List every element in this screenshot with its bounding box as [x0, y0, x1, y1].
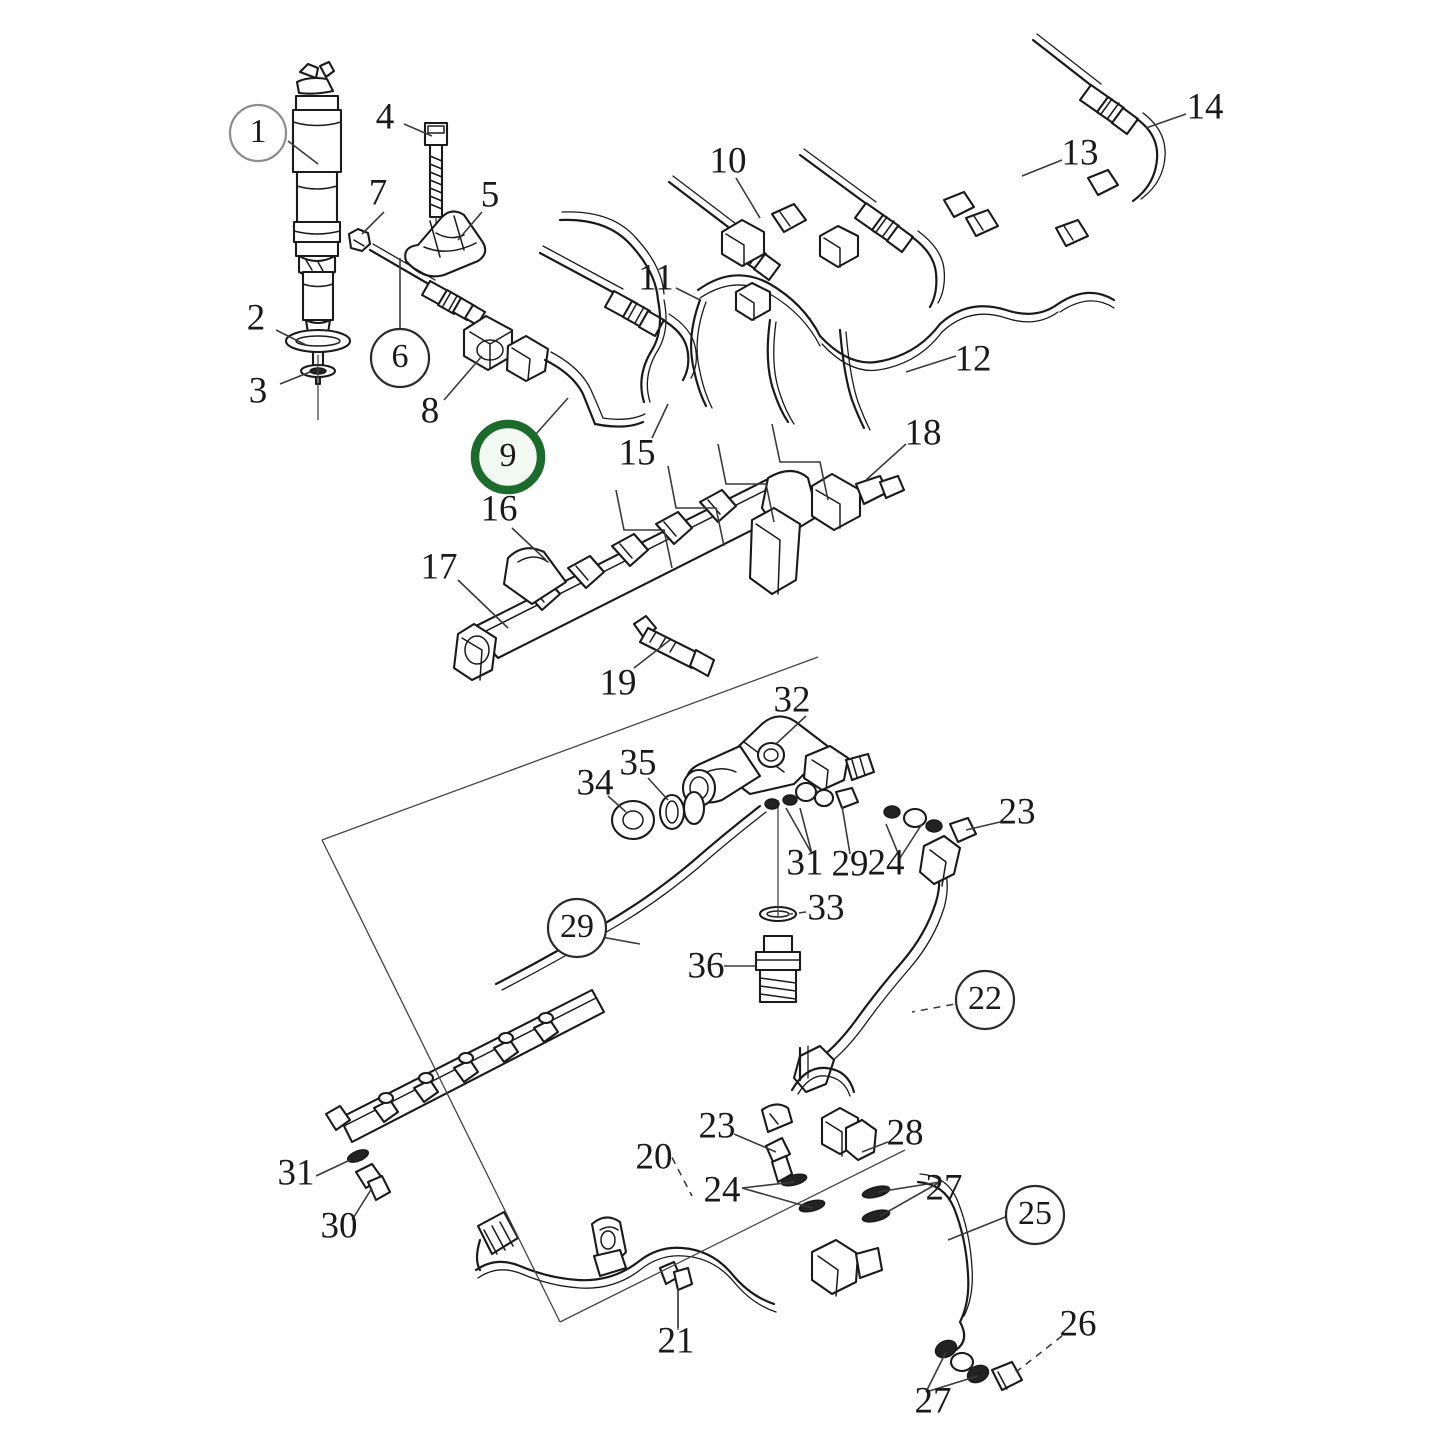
part-fuel-lines-upper — [538, 33, 1166, 431]
callout-28-label[interactable]: 28 — [887, 1112, 924, 1153]
callout-22-label: 22 — [968, 980, 1002, 1017]
callout-31-label[interactable]: 31 — [278, 1152, 315, 1193]
part-common-rail — [452, 423, 906, 682]
callout-1[interactable]: 1 — [228, 103, 288, 163]
rail-fittings — [522, 488, 738, 612]
callout-17-label[interactable]: 17 — [421, 546, 458, 587]
callout-9-label: 9 — [500, 437, 517, 474]
callout-8-label[interactable]: 8 — [421, 390, 440, 431]
callout-26-label[interactable]: 26 — [1060, 1303, 1097, 1344]
callout-29[interactable]: 29 — [546, 897, 608, 959]
part-hp-pump — [610, 715, 978, 1004]
callout-23b-label[interactable]: 23 — [699, 1105, 736, 1146]
callout-24b-label[interactable]: 24 — [704, 1169, 741, 1210]
callout-34-label[interactable]: 34 — [577, 762, 614, 803]
part-line-29 — [324, 804, 767, 1202]
callout-36-label[interactable]: 36 — [688, 945, 725, 986]
callout-31b-label[interactable]: 31 — [787, 842, 824, 883]
part-line-25 — [760, 1045, 1024, 1392]
callout-25[interactable]: 25 — [1004, 1184, 1066, 1246]
callout-27-label[interactable]: 27 — [926, 1167, 963, 1208]
callout-9-highlighted[interactable]: 9 — [470, 419, 546, 495]
callout-23-label[interactable]: 23 — [999, 791, 1036, 832]
callout-21-label[interactable]: 21 — [658, 1320, 695, 1361]
assembly-indicator-lines — [321, 656, 906, 1323]
callout-15-label[interactable]: 15 — [619, 432, 656, 473]
callout-14-label[interactable]: 14 — [1187, 86, 1224, 127]
callout-7-label[interactable]: 7 — [369, 172, 388, 213]
callout-6-label: 6 — [392, 338, 409, 375]
callout-13-label[interactable]: 13 — [1062, 132, 1099, 173]
callout-16-label[interactable]: 16 — [481, 488, 518, 529]
part-seal-washer — [284, 328, 352, 383]
part-fuelline-9 — [505, 334, 646, 428]
callout-1-label: 1 — [250, 113, 267, 150]
callout-20-label[interactable]: 20 — [636, 1136, 673, 1177]
callout-12-label[interactable]: 12 — [955, 338, 992, 379]
callout-11-label[interactable]: 11 — [638, 257, 674, 298]
callout-2-label[interactable]: 2 — [247, 297, 266, 338]
callout-32-label[interactable]: 32 — [774, 679, 811, 720]
callout-35-label[interactable]: 35 — [620, 742, 657, 783]
callout-30-label[interactable]: 30 — [321, 1205, 358, 1246]
callout-24-label[interactable]: 24 — [868, 842, 905, 883]
callout-27b-label[interactable]: 27 — [915, 1380, 952, 1421]
callout-22[interactable]: 22 — [954, 969, 1016, 1031]
callout-5-label[interactable]: 5 — [481, 174, 500, 215]
callout-10-label[interactable]: 10 — [710, 140, 747, 181]
callout-33-label[interactable]: 33 — [808, 887, 845, 928]
callout-25-label: 25 — [1018, 1195, 1052, 1232]
part-injector — [291, 60, 343, 420]
pipe-clamps — [770, 168, 1120, 248]
part-union-8 — [462, 314, 514, 372]
callout-18-label[interactable]: 18 — [905, 412, 942, 453]
callout-3-label[interactable]: 3 — [249, 370, 268, 411]
part-glowplug-6 — [368, 243, 487, 327]
callout-29b-label[interactable]: 29 — [832, 843, 869, 884]
callout-4-label[interactable]: 4 — [376, 96, 395, 137]
callout-19-label[interactable]: 19 — [600, 662, 637, 703]
part-seal-7 — [347, 227, 372, 253]
callout-6[interactable]: 6 — [369, 327, 431, 389]
line29-bosses — [372, 1011, 560, 1124]
callout-29-label: 29 — [560, 908, 594, 945]
